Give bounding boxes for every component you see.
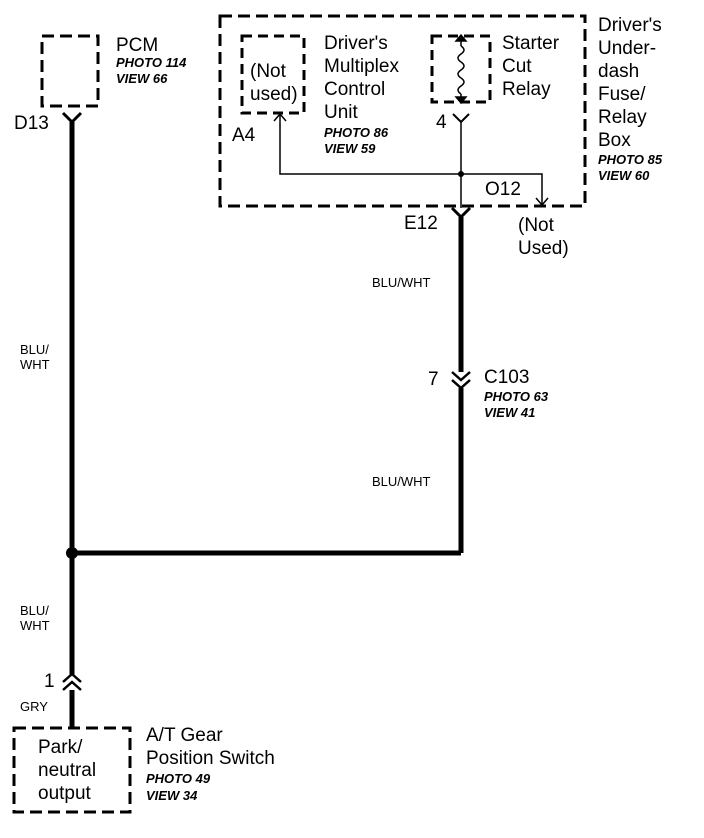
fuse-box-view: VIEW 60 [598, 168, 650, 183]
mcu-box [240, 34, 306, 115]
main-wiring [69, 122, 464, 728]
c103-pin-7: 7 [428, 369, 439, 390]
wire-label-right-lower: BLU/WHT [372, 474, 431, 489]
terminal-d13 [61, 111, 83, 125]
switch-label: A/T Gear Position Switch [146, 725, 275, 769]
terminal-relay-4 [452, 113, 470, 124]
pcm-view: VIEW 66 [116, 71, 168, 86]
switch-view: VIEW 34 [146, 788, 198, 803]
fuse-box-label: Driver's Under- dash Fuse/ Relay Box [598, 15, 662, 151]
splice-main [66, 547, 78, 559]
c103-view: VIEW 41 [484, 405, 536, 420]
connector-c103-symbol [451, 371, 471, 390]
switch-connector-symbol [62, 672, 82, 691]
switch-photo: PHOTO 49 [146, 771, 211, 786]
pcm-photo: PHOTO 114 [116, 55, 187, 70]
c103-photo: PHOTO 63 [484, 389, 549, 404]
wire-label-left-upper: BLU/ WHT [20, 342, 50, 372]
switch-output-label: Park/ neutral output [38, 737, 97, 804]
relay-coil [454, 33, 468, 105]
mcu-pin-a4: A4 [232, 125, 256, 146]
mcu-photo: PHOTO 86 [324, 125, 389, 140]
splice-internal [458, 171, 464, 177]
switch-pin-1: 1 [44, 671, 55, 692]
fuse-box-pin-e12: E12 [404, 213, 438, 234]
mcu-not-used: (Not used) [250, 61, 298, 105]
wire-label-left-lower: BLU/ WHT [20, 603, 50, 633]
fuse-box-outline [218, 14, 587, 208]
terminal-e12 [450, 206, 472, 220]
pcm-box [40, 34, 100, 108]
mcu-label: Driver's Multiplex Control Unit [324, 33, 399, 123]
fuse-box-photo: PHOTO 85 [598, 152, 663, 167]
pcm-label: PCM [116, 35, 159, 56]
pcm-pin-d13: D13 [14, 113, 49, 134]
mcu-view: VIEW 59 [324, 141, 376, 156]
relay-label: Starter Cut Relay [502, 33, 560, 100]
internal-wiring [273, 112, 549, 208]
fuse-box-pin-o12: O12 [485, 179, 521, 200]
wire-label-right-upper: BLU/WHT [372, 275, 431, 290]
wire-label-switch-lead: GRY [20, 699, 48, 714]
c103-label: C103 [484, 367, 530, 388]
fuse-box-not-used: (Not Used) [518, 215, 569, 259]
relay-pin-4: 4 [436, 112, 447, 133]
